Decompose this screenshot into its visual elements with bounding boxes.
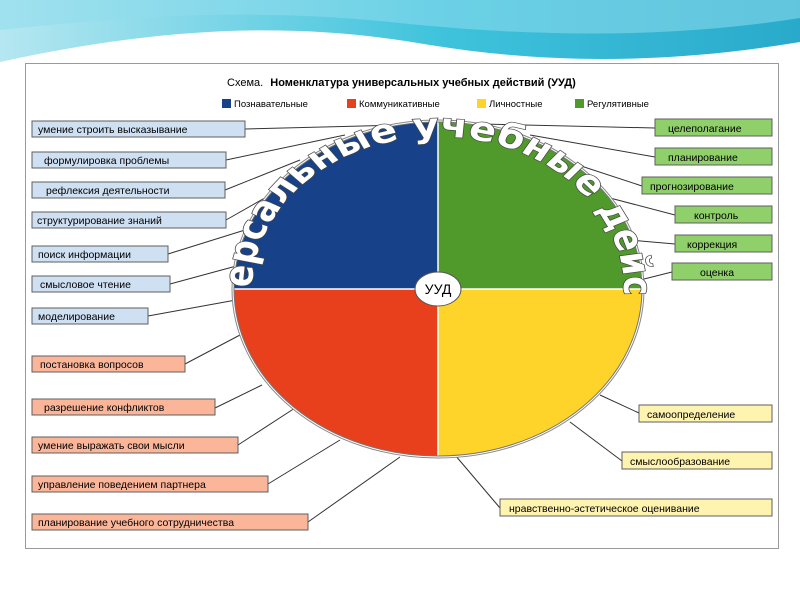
legend-swatch-personal <box>477 99 486 108</box>
regulatory-label-3: прогнозирование <box>650 181 734 193</box>
communicative-box-4: управление поведением партнера <box>31 475 269 493</box>
legend-label-communicative: Коммуникативные <box>359 99 440 110</box>
cognitive-box-1: умение строить высказывание <box>31 120 246 138</box>
communicative-box-2: разрешение конфликтов <box>31 398 216 416</box>
personal-box-3: нравственно-эстетическое оценивание <box>499 498 773 517</box>
legend: Познавательные Коммуникативные Личностны… <box>222 99 649 110</box>
cognitive-box-7: моделирование <box>31 307 149 325</box>
personal-label-1: самоопределение <box>647 409 735 421</box>
cognitive-label-4: структурирование знаний <box>37 215 162 227</box>
segment-cognitive <box>234 122 438 289</box>
cognitive-box-2: формулировка проблемы <box>31 151 227 169</box>
communicative-box-3: умение выражать свои мысли <box>31 436 239 454</box>
cognitive-label-5: поиск информации <box>38 249 131 261</box>
communicative-boxes: постановка вопросов разрешение конфликто… <box>31 355 309 531</box>
regulatory-boxes: целеполагание планирование прогнозирован… <box>641 118 773 281</box>
regulatory-label-5: коррекция <box>687 239 737 251</box>
communicative-label-5: планирование учебного сотрудничества <box>38 517 234 529</box>
connector-lines <box>147 123 676 523</box>
regulatory-box-3: прогнозирование <box>641 176 773 195</box>
segment-personal <box>438 289 642 456</box>
regulatory-box-4: контроль <box>674 205 773 224</box>
diagram-title: Схема. Номенклатура универсальных учебны… <box>227 77 576 89</box>
personal-boxes: самоопределение смыслообразование нравст… <box>499 404 773 517</box>
regulatory-label-2: планирование <box>668 152 738 164</box>
cognitive-label-2: формулировка проблемы <box>44 155 169 167</box>
communicative-label-3: умение выражать свои мысли <box>38 440 185 452</box>
cognitive-label-6: смысловое чтение <box>40 279 131 291</box>
legend-swatch-cognitive <box>222 99 231 108</box>
communicative-box-1: постановка вопросов <box>31 355 186 373</box>
communicative-box-5: планирование учебного сотрудничества <box>31 513 309 531</box>
communicative-label-4: управление поведением партнера <box>38 479 206 491</box>
center-circle <box>414 271 462 307</box>
cognitive-box-5: поиск информации <box>31 245 169 263</box>
title-prefix: Схема. <box>227 77 263 89</box>
cognitive-box-4: структурирование знаний <box>31 211 227 229</box>
segment-communicative <box>234 289 438 456</box>
regulatory-label-6: оценка <box>700 267 734 279</box>
regulatory-box-6: оценка <box>671 262 773 281</box>
segment-regulatory <box>438 122 642 289</box>
cognitive-boxes: умение строить высказывание формулировка… <box>31 120 246 325</box>
regulatory-label-4: контроль <box>694 210 739 222</box>
regulatory-box-5: коррекция <box>674 234 773 253</box>
communicative-label-2: разрешение конфликтов <box>44 402 165 414</box>
cognitive-box-3: рефлексия деятельности <box>31 181 226 199</box>
personal-box-1: самоопределение <box>638 404 773 423</box>
legend-label-personal: Личностные <box>489 99 542 110</box>
cognitive-label-1: умение строить высказывание <box>38 124 188 136</box>
communicative-label-1: постановка вопросов <box>40 359 144 371</box>
personal-label-2: смыслообразование <box>630 456 730 468</box>
personal-label-3: нравственно-эстетическое оценивание <box>509 503 700 515</box>
personal-box-2: смыслообразование <box>621 451 773 470</box>
cognitive-box-6: смысловое чтение <box>31 275 171 293</box>
center-label: УУД <box>425 281 452 297</box>
regulatory-label-1: целеполагание <box>668 123 742 135</box>
legend-label-regulatory: Регулятивные <box>587 99 649 110</box>
cognitive-label-3: рефлексия деятельности <box>46 185 170 197</box>
legend-swatch-regulatory <box>575 99 584 108</box>
cognitive-label-7: моделирование <box>38 311 115 323</box>
legend-label-cognitive: Познавательные <box>234 99 308 110</box>
regulatory-box-1: целеполагание <box>654 118 773 137</box>
regulatory-box-2: планирование <box>654 147 773 166</box>
top-wave-highlight <box>0 0 800 34</box>
title-main: Номенклатура универсальных учебных дейст… <box>270 77 576 89</box>
legend-swatch-communicative <box>347 99 356 108</box>
